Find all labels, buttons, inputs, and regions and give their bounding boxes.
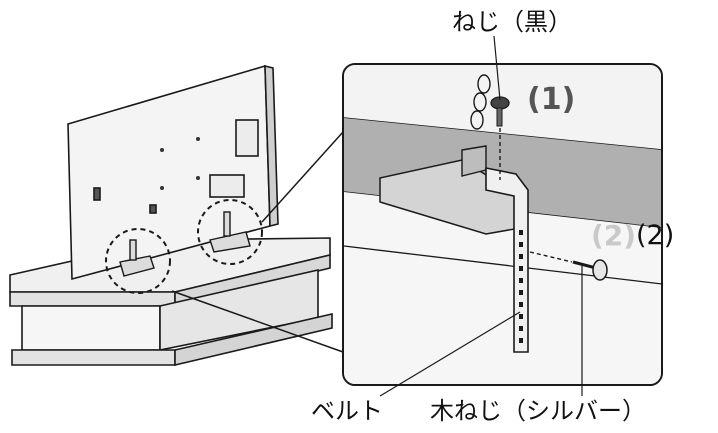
stand-post-right — [224, 212, 230, 236]
tv-mount-hole — [160, 148, 164, 152]
label-wood-screw: 木ねじ（シルバー） — [430, 399, 646, 423]
inset-stand-post — [462, 146, 486, 176]
tv-port-small-2 — [150, 205, 156, 213]
tv-terminal-panel — [236, 120, 258, 156]
cabinet-base-front — [12, 350, 175, 365]
label-step-2-inset: (2) — [591, 222, 636, 250]
label-step-2-side: (2) — [636, 222, 674, 249]
label-screw-black: ねじ（黒） — [452, 10, 572, 34]
cabinet-top-front — [10, 292, 175, 306]
label-step-1: (1) — [527, 85, 575, 115]
tv-mount-hole — [196, 176, 200, 180]
tv-mount-hole — [196, 137, 200, 141]
label-belt: ベルト — [311, 399, 383, 423]
tv-port-block — [210, 175, 244, 197]
cabinet-body-front — [22, 306, 160, 350]
tv-mount-hole — [160, 186, 164, 190]
stand-post-left — [130, 240, 136, 260]
tv-port-small — [94, 188, 100, 200]
tv-cabinet — [10, 238, 332, 365]
